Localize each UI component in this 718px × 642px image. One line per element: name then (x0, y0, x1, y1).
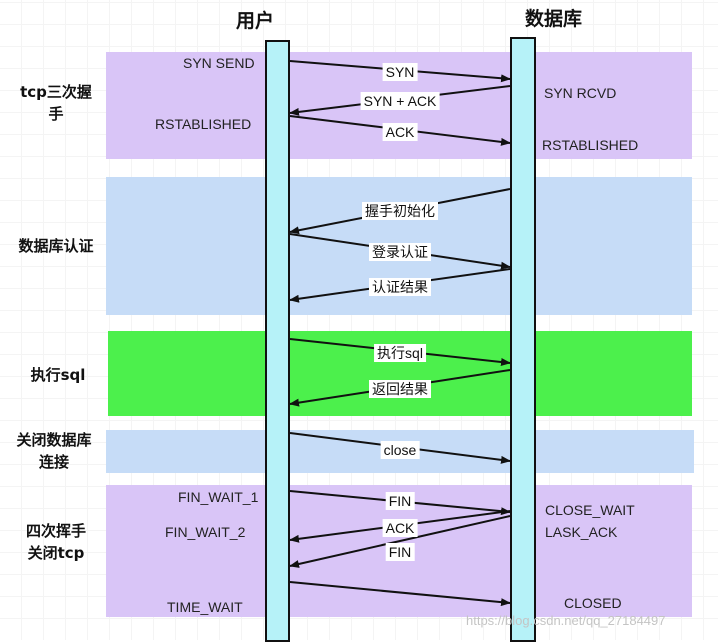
stage-label-handshake: tcp三次握 手 (20, 83, 92, 123)
server-state-close-wait: CLOSE_WAIT (545, 502, 635, 518)
client-state-time-wait: TIME_WAIT (167, 599, 243, 615)
lifeline-database (510, 37, 536, 642)
stage-label-close-connection: 关闭数据库 连接 (16, 431, 92, 471)
server-state-closed: CLOSED (564, 595, 622, 611)
message-label-close: close (380, 441, 420, 459)
arrow-fin-2 (289, 515, 511, 568)
stage-label-four-way: 四次挥手 关闭tcp (25, 522, 86, 562)
message-label-fin-2: FIN (385, 543, 415, 561)
stage-label-execute: 执行sql (30, 366, 86, 384)
message-label-ack: ACK (382, 123, 418, 141)
message-label-syn: SYN (382, 63, 418, 81)
lifeline-client (265, 40, 290, 642)
client-state-established: RSTABLISHED (155, 116, 252, 132)
message-label-fin-1: FIN (385, 492, 415, 510)
message-label-ack-2: ACK (382, 519, 418, 537)
message-label-syn-ack: SYN + ACK (360, 92, 440, 110)
message-label-auth-result: 认证结果 (369, 278, 431, 296)
message-label-login-auth: 登录认证 (369, 243, 431, 261)
arrow-final-ack (289, 581, 511, 607)
message-label-handshake-init: 握手初始化 (362, 202, 438, 220)
stage-label-auth: 数据库认证 (18, 237, 94, 255)
message-label-execute-sql: 执行sql (374, 344, 426, 362)
client-state-fin-wait-1: FIN_WAIT_1 (178, 489, 259, 505)
client-state-syn-send: SYN SEND (183, 55, 255, 71)
server-state-syn-rcvd: SYN RCVD (544, 85, 617, 101)
watermark-text: https://blog.csdn.net/qq_27184497 (466, 613, 666, 628)
actor-title-database: 数据库 (525, 8, 583, 30)
actor-title-client: 用户 (236, 10, 275, 32)
server-state-last-ack: LASK_ACK (545, 524, 618, 540)
message-label-return-result: 返回结果 (369, 380, 431, 398)
server-state-established: RSTABLISHED (542, 137, 639, 153)
client-state-fin-wait-2: FIN_WAIT_2 (165, 524, 246, 540)
